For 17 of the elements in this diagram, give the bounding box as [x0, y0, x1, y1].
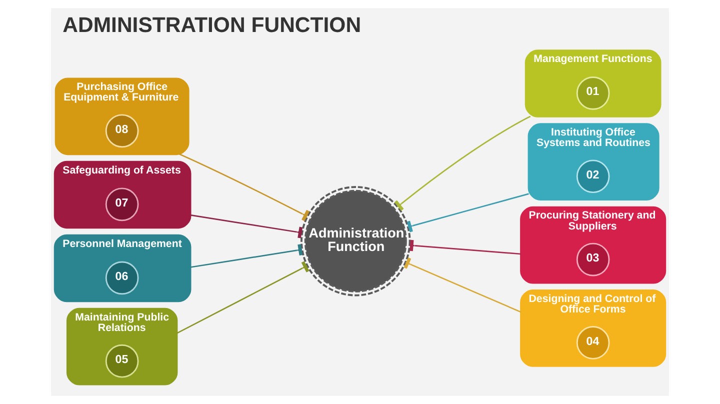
connector — [394, 116, 531, 211]
connector — [410, 240, 522, 255]
connector — [190, 244, 303, 268]
connector — [406, 193, 529, 232]
node-circle: 04 — [576, 326, 610, 360]
node-circle: 06 — [105, 261, 139, 295]
node-circle: 07 — [105, 188, 139, 222]
node-circle: 01 — [576, 76, 610, 110]
node-circle: 08 — [105, 114, 139, 148]
node-circle: 03 — [576, 242, 610, 276]
node-circle: 02 — [576, 160, 610, 194]
connector — [179, 154, 310, 222]
connector — [176, 261, 310, 334]
node-circle: 05 — [105, 344, 139, 378]
connector — [190, 214, 303, 238]
diagram-title: ADMINISTRATION FUNCTION — [62, 12, 362, 37]
connector — [404, 257, 522, 313]
